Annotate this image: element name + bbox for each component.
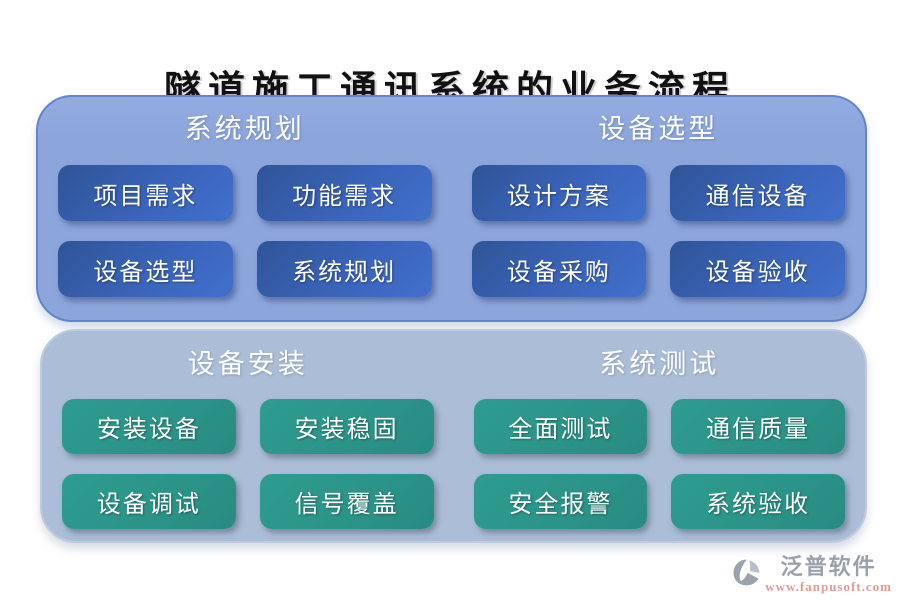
section-header-system-planning: 系统规划 — [184, 114, 305, 144]
button-grid: 安装设备 安装稳固 设备调试 信号覆盖 — [42, 381, 454, 529]
fanpu-logo-icon — [731, 557, 761, 592]
button-grid: 项目需求 功能需求 设备选型 系统规划 — [38, 147, 452, 297]
section-equipment-install: 设备安装 安装设备 安装稳固 设备调试 信号覆盖 — [42, 331, 454, 541]
button-grid: 设计方案 通信设备 设备采购 设备验收 — [452, 147, 866, 297]
flow-step-button-equipment-selection[interactable]: 设备选型 — [58, 241, 233, 297]
flow-step-button-comm-equipment[interactable]: 通信设备 — [670, 165, 845, 221]
section-equipment-selection: 设备选型 设计方案 通信设备 设备采购 设备验收 — [452, 97, 866, 320]
section-header-equipment-install: 设备安装 — [187, 349, 308, 379]
section-system-planning: 系统规划 项目需求 功能需求 设备选型 系统规划 — [38, 97, 452, 320]
flow-step-button-equipment-debug[interactable]: 设备调试 — [62, 474, 236, 529]
flow-step-button-equipment-acceptance[interactable]: 设备验收 — [670, 241, 845, 297]
brand-watermark: 泛普软件 www.fanpusoft.com — [731, 555, 892, 594]
flow-step-button-comm-quality[interactable]: 通信质量 — [671, 399, 845, 454]
brand-text: 泛普软件 www.fanpusoft.com — [765, 554, 892, 595]
flow-step-button-project-needs[interactable]: 项目需求 — [58, 165, 233, 221]
button-grid: 全面测试 通信质量 安全报警 系统验收 — [454, 381, 866, 529]
flow-step-button-system-acceptance[interactable]: 系统验收 — [671, 474, 845, 529]
brand-name: 泛普软件 — [780, 554, 877, 579]
flow-step-button-safety-alarm[interactable]: 安全报警 — [473, 474, 648, 529]
flow-step-button-install-stability[interactable]: 安装稳固 — [259, 399, 434, 454]
flow-step-button-full-testing[interactable]: 全面测试 — [473, 399, 648, 454]
flow-step-button-equipment-purchase[interactable]: 设备采购 — [471, 241, 647, 297]
panel-install-testing: 设备安装 安装设备 安装稳固 设备调试 信号覆盖 系统测试 全面测试 通信质量 … — [40, 329, 867, 543]
section-system-testing: 系统测试 全面测试 通信质量 安全报警 系统验收 — [454, 331, 866, 541]
flow-step-button-install-equipment[interactable]: 安装设备 — [62, 399, 236, 454]
flow-step-button-system-planning[interactable]: 系统规划 — [256, 241, 432, 297]
flow-step-button-signal-coverage[interactable]: 信号覆盖 — [259, 474, 434, 529]
flow-step-button-design-plan[interactable]: 设计方案 — [471, 165, 647, 221]
flow-step-button-function-needs[interactable]: 功能需求 — [256, 165, 432, 221]
brand-url: www.fanpusoft.com — [765, 579, 892, 594]
section-header-system-testing: 系统测试 — [599, 349, 720, 379]
panel-planning-selection: 系统规划 项目需求 功能需求 设备选型 系统规划 设备选型 设计方案 通信设备 … — [36, 95, 867, 322]
section-header-equipment-selection: 设备选型 — [598, 114, 719, 144]
